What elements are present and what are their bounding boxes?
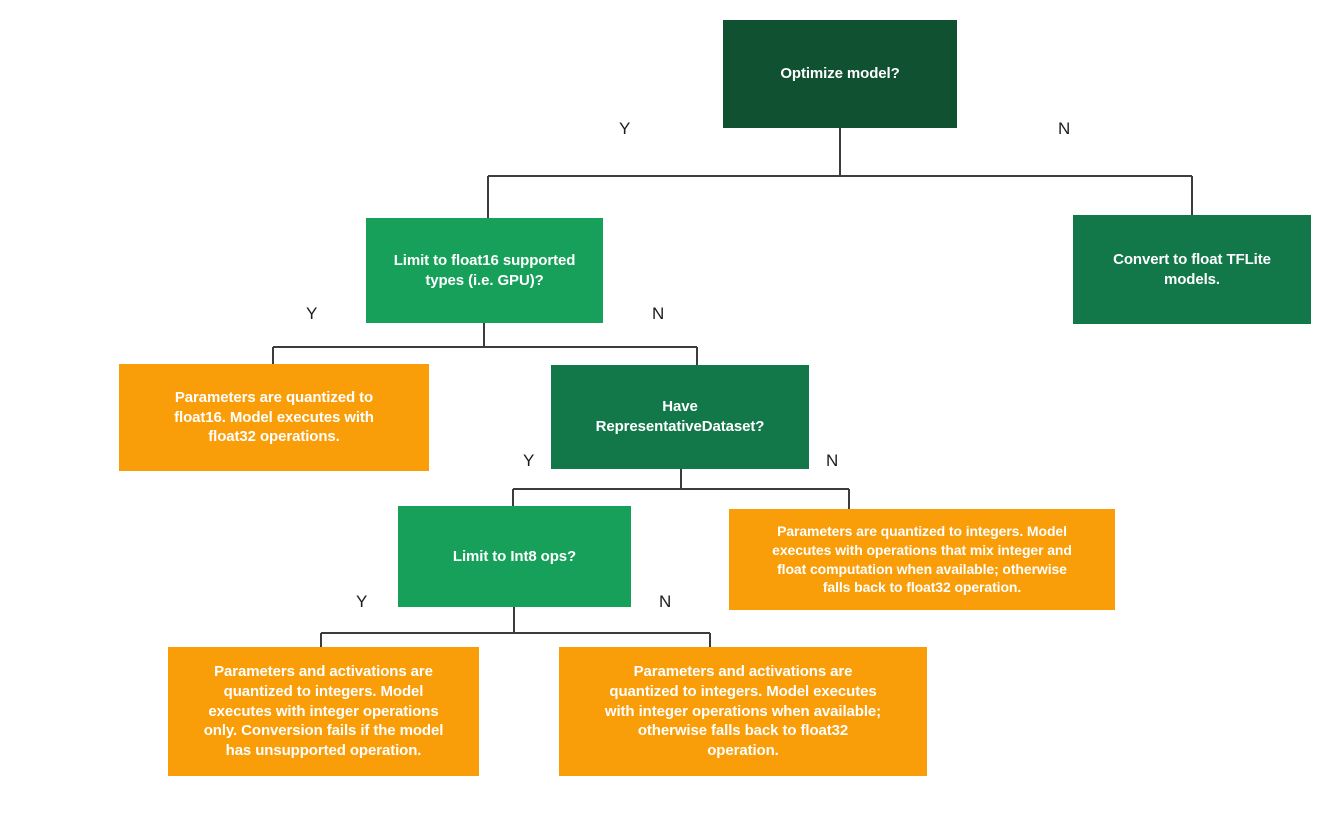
edge-label-int8-yes: Y: [356, 592, 368, 611]
node-label: Parameters are quantized to integers. Mo…: [772, 523, 1072, 596]
edge-label-int8-no: N: [659, 592, 672, 611]
node-label: Limit to float16 supported types (i.e. G…: [393, 251, 576, 289]
node-param-float16[interactable]: Parameters are quantized to float16. Mod…: [119, 364, 429, 471]
node-label: Optimize model?: [780, 65, 900, 83]
node-param-mixed-int-float[interactable]: Parameters are quantized to integers. Mo…: [729, 509, 1115, 610]
edge-label-optimize-yes: Y: [619, 119, 631, 138]
node-limit-int8-ops[interactable]: Limit to Int8 ops?: [398, 506, 631, 607]
edge-label-optimize-no: N: [1058, 119, 1071, 138]
node-label: Limit to Int8 ops?: [452, 547, 577, 565]
edge-label-repdataset-no: N: [826, 451, 839, 470]
edge-label-float16-no: N: [652, 304, 665, 323]
node-optimize-model[interactable]: Optimize model?: [723, 20, 957, 128]
node-label: Have RepresentativeDataset?: [595, 398, 765, 435]
node-label: Parameters and activations are quantized…: [203, 662, 444, 760]
node-label: Convert to float TFLite models.: [1113, 250, 1271, 288]
node-convert-float-tflite[interactable]: Convert to float TFLite models.: [1073, 215, 1311, 324]
node-label: Parameters are quantized to float16. Mod…: [174, 388, 374, 446]
node-have-representative-dataset[interactable]: Have RepresentativeDataset?: [551, 365, 809, 469]
edge-label-float16-yes: Y: [306, 304, 318, 323]
node-label: Parameters and activations are quantized…: [604, 662, 882, 760]
node-param-int-only[interactable]: Parameters and activations are quantized…: [168, 647, 479, 776]
edge-label-repdataset-yes: Y: [523, 451, 535, 470]
node-limit-float16[interactable]: Limit to float16 supported types (i.e. G…: [366, 218, 603, 323]
node-param-int-when-available[interactable]: Parameters and activations are quantized…: [559, 647, 927, 776]
